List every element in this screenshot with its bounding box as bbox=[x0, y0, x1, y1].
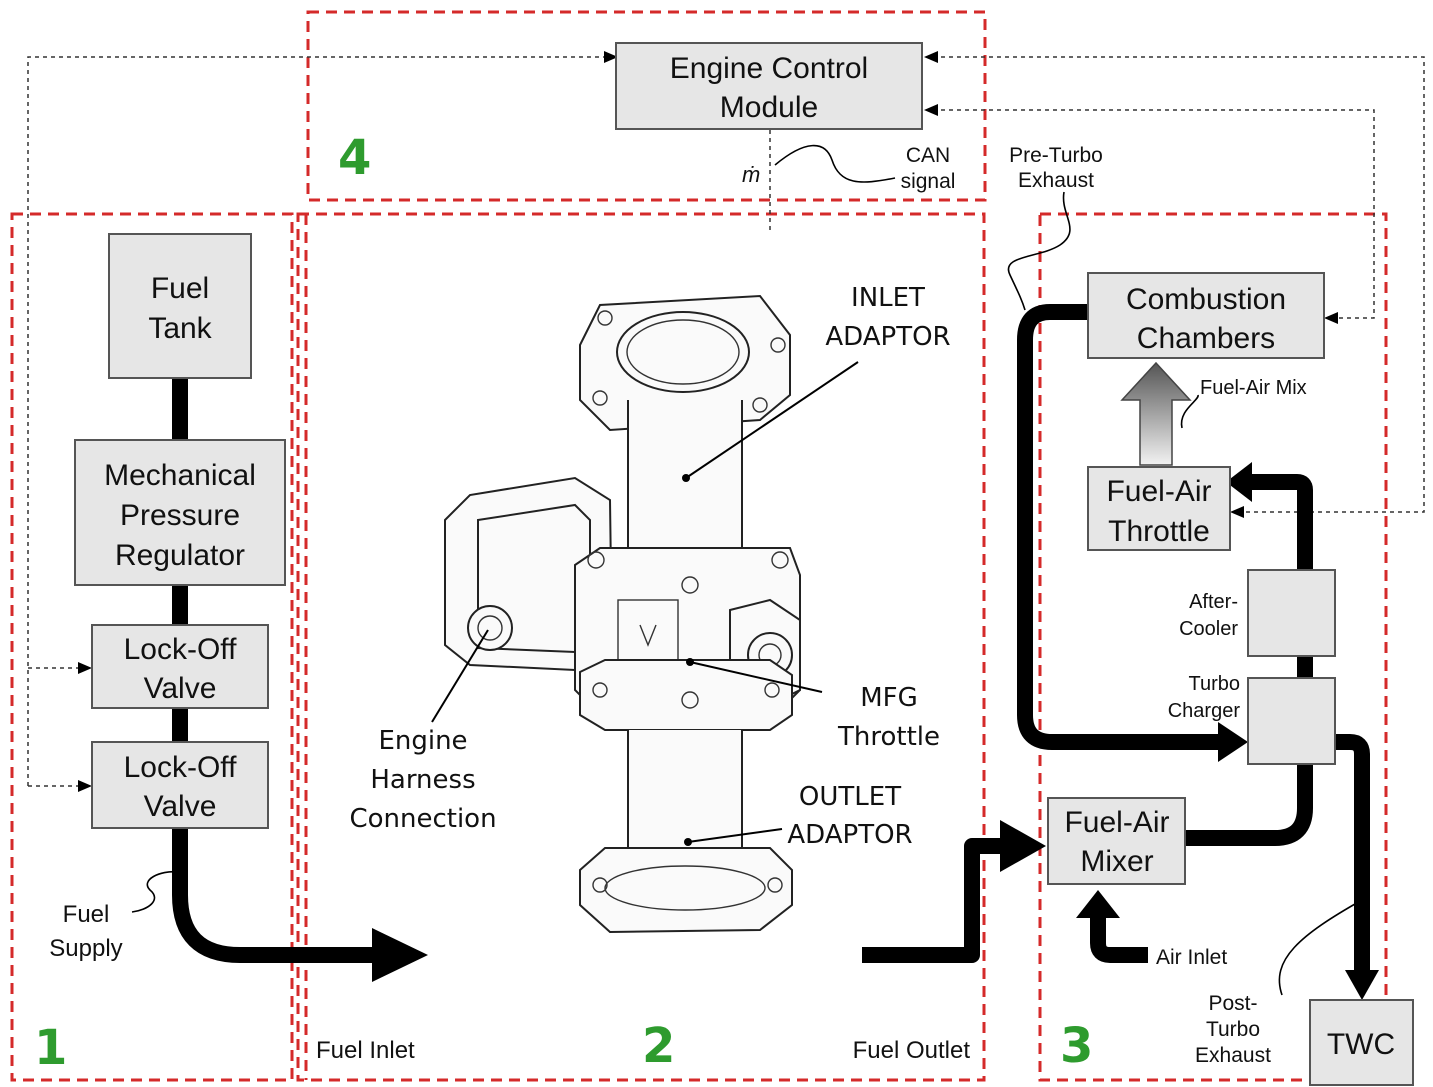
fuel-air-mix-arrow bbox=[1120, 361, 1192, 466]
svg-text:Module: Module bbox=[720, 91, 818, 124]
svg-text:Lock-Off: Lock-Off bbox=[124, 751, 237, 784]
callout-squiggles bbox=[131, 144, 1363, 996]
label-engine-harness: Engine Harness Connection bbox=[349, 726, 496, 834]
svg-text:Throttle: Throttle bbox=[837, 722, 940, 752]
combustion-chambers-box: Combustion Chambers bbox=[1087, 272, 1325, 359]
svg-text:Valve: Valve bbox=[144, 672, 217, 705]
label-m-dot: ṁ bbox=[742, 162, 760, 187]
label-fuel-outlet: Fuel Outlet bbox=[853, 1037, 971, 1064]
svg-text:Charger: Charger bbox=[1168, 700, 1241, 722]
svg-text:After-: After- bbox=[1189, 591, 1238, 613]
svg-text:OUTLET: OUTLET bbox=[799, 782, 901, 812]
svg-text:Mixer: Mixer bbox=[1080, 845, 1153, 878]
lock-off-valve-1-box: Lock-Off Valve bbox=[91, 624, 269, 709]
svg-text:Fuel: Fuel bbox=[63, 901, 110, 928]
turbo-charger-box: Turbo Charger bbox=[1168, 673, 1336, 765]
svg-text:Regulator: Regulator bbox=[115, 539, 245, 572]
label-fuel-inlet: Fuel Inlet bbox=[316, 1037, 415, 1064]
zone-number-2: 2 bbox=[642, 1018, 675, 1074]
svg-text:CAN: CAN bbox=[906, 144, 950, 167]
lock-off-valve-2-box: Lock-Off Valve bbox=[91, 741, 269, 829]
signal-arrowheads bbox=[78, 51, 1338, 792]
label-air-inlet: Air Inlet bbox=[1156, 946, 1227, 969]
svg-text:Throttle: Throttle bbox=[1108, 515, 1210, 548]
svg-text:Supply: Supply bbox=[49, 935, 122, 962]
pressure-regulator-box: Mechanical Pressure Regulator bbox=[74, 439, 286, 586]
svg-text:Engine Control: Engine Control bbox=[670, 52, 868, 85]
signal-lines bbox=[27, 56, 1425, 787]
zone-2-border bbox=[296, 212, 986, 1082]
svg-text:Chambers: Chambers bbox=[1137, 322, 1275, 355]
fuel-air-mixer-box: Fuel-Air Mixer bbox=[1047, 797, 1186, 885]
engine-control-module-box: Engine Control Module bbox=[615, 42, 923, 130]
svg-text:Tank: Tank bbox=[148, 312, 212, 345]
svg-text:ADAPTOR: ADAPTOR bbox=[825, 322, 950, 352]
svg-text:Exhaust: Exhaust bbox=[1195, 1044, 1271, 1067]
svg-text:Valve: Valve bbox=[144, 790, 217, 823]
after-cooler-box: After- Cooler bbox=[1179, 569, 1336, 657]
svg-text:Combustion: Combustion bbox=[1126, 283, 1286, 316]
zone-number-1: 1 bbox=[34, 1020, 67, 1076]
svg-text:Pressure: Pressure bbox=[120, 499, 240, 532]
fuel-tank-box: Fuel Tank bbox=[108, 233, 252, 379]
svg-text:Fuel: Fuel bbox=[151, 272, 209, 305]
leader-lines bbox=[431, 361, 859, 846]
zone-3-border bbox=[1038, 212, 1388, 1082]
svg-text:Exhaust: Exhaust bbox=[1018, 169, 1094, 192]
svg-text:Mechanical: Mechanical bbox=[104, 459, 256, 492]
zone-number-3: 3 bbox=[1060, 1018, 1093, 1074]
svg-text:ADAPTOR: ADAPTOR bbox=[787, 820, 912, 850]
label-mfg-throttle: MFG Throttle bbox=[837, 683, 940, 752]
svg-text:Engine: Engine bbox=[378, 726, 467, 756]
twc-box: TWC bbox=[1309, 999, 1414, 1086]
svg-text:Cooler: Cooler bbox=[1179, 618, 1238, 640]
svg-text:Pre-Turbo: Pre-Turbo bbox=[1009, 144, 1103, 167]
svg-text:Harness: Harness bbox=[370, 765, 475, 795]
label-fuel-supply: Fuel Supply bbox=[49, 901, 122, 962]
zone-1-border bbox=[10, 212, 294, 1082]
label-can-signal: CAN signal bbox=[901, 144, 956, 193]
svg-text:Fuel-Air: Fuel-Air bbox=[1064, 806, 1169, 839]
label-post-turbo-exhaust: Post- Turbo Exhaust bbox=[1195, 992, 1271, 1067]
svg-text:MFG: MFG bbox=[860, 683, 918, 713]
svg-text:TWC: TWC bbox=[1327, 1028, 1395, 1061]
label-outlet-adaptor: OUTLET ADAPTOR bbox=[787, 782, 912, 850]
label-pre-turbo-exhaust: Pre-Turbo Exhaust bbox=[1009, 144, 1103, 192]
fuel-air-throttle-box: Fuel-Air Throttle bbox=[1087, 466, 1231, 551]
svg-text:INLET: INLET bbox=[851, 283, 925, 313]
fuel-pipes bbox=[172, 304, 1370, 975]
svg-text:Turbo: Turbo bbox=[1188, 673, 1240, 695]
zone-number-4: 4 bbox=[338, 130, 371, 186]
svg-text:Lock-Off: Lock-Off bbox=[124, 633, 237, 666]
label-inlet-adaptor: INLET ADAPTOR bbox=[825, 283, 950, 352]
svg-text:Post-: Post- bbox=[1208, 992, 1257, 1015]
svg-text:signal: signal bbox=[901, 170, 956, 193]
pipe-arrowheads bbox=[372, 462, 1379, 1000]
flow-meter-drawing bbox=[444, 294, 801, 934]
svg-text:Turbo: Turbo bbox=[1206, 1018, 1260, 1041]
svg-text:Connection: Connection bbox=[349, 804, 496, 834]
svg-text:Fuel-Air: Fuel-Air bbox=[1106, 475, 1211, 508]
label-fuel-air-mix: Fuel-Air Mix bbox=[1200, 377, 1307, 399]
